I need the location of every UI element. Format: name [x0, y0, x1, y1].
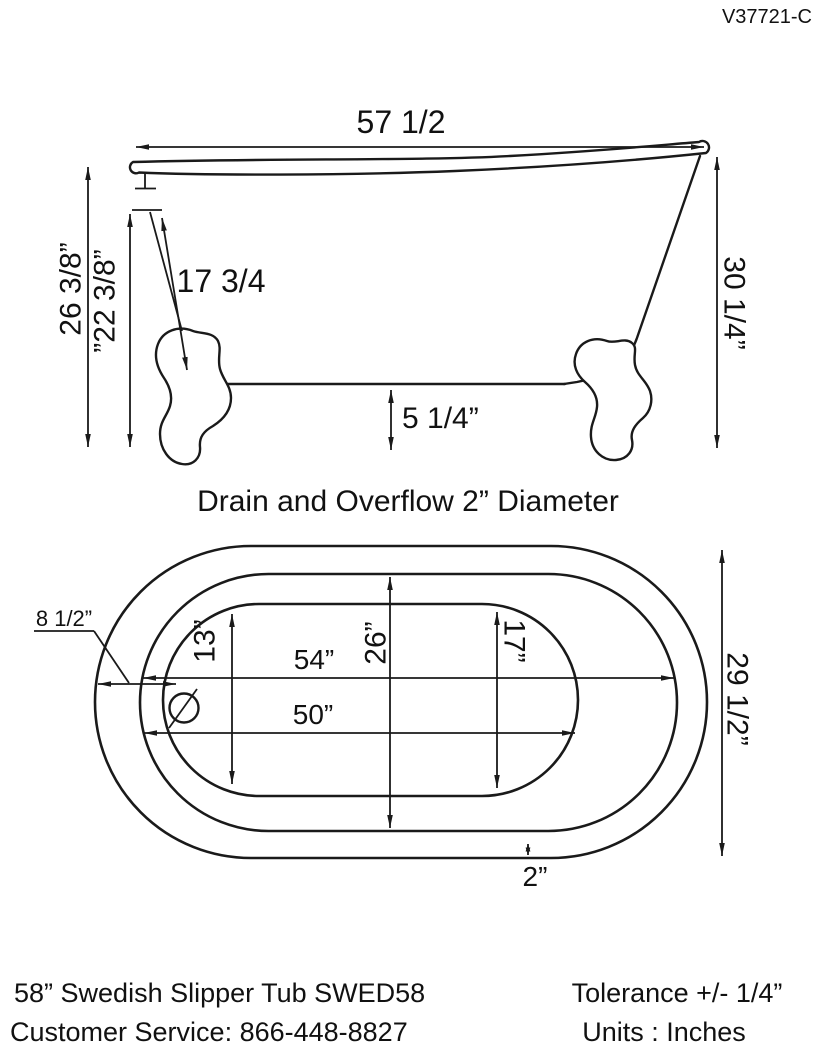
dim-label-height-left-outer: 26 3/8” [55, 242, 88, 335]
dim-label-height-left-inner: ”22 3/8” [89, 249, 122, 352]
drain-slash [168, 688, 198, 729]
inner-rim-oval [138, 572, 679, 833]
dim-label-overall-length: 57 1/2 [357, 104, 446, 140]
outer-rim-oval [93, 544, 709, 860]
side-view-drawing: 57 1/2 26 3/8” ”22 3/8” 17 3/4 30 1/4” 5… [55, 104, 751, 518]
top-view-drawing: 8 1/2” 13” 54” 26” 17” 50” 29 1/2” 2” [34, 544, 754, 892]
left-claw-foot [154, 327, 233, 466]
dim-label-foot-diagonal: 17 3/4 [177, 263, 266, 299]
document-number: V37721-C [722, 6, 812, 28]
drain-circle [168, 692, 200, 724]
right-claw-foot [573, 338, 653, 462]
faucet-datum-marker [135, 172, 156, 190]
footer-title-block: 58” Swedish Slipper Tub SWED58 Customer … [10, 978, 782, 1047]
dim-line-foot-diagonal [161, 217, 188, 371]
dim-label-left-interior-width: 13” [189, 619, 222, 662]
units-note: Units : Inches [582, 1017, 746, 1047]
leader-line-drain-offset [93, 630, 130, 684]
dim-label-interior-width: 26” [360, 621, 393, 664]
tub-rim-profile [128, 139, 711, 176]
dim-label-right-interior-width: 17” [498, 619, 531, 662]
basin-oval [161, 602, 580, 798]
dim-label-rim-interior-length: 54” [294, 644, 334, 675]
dim-label-rim-thickness: 2” [523, 861, 548, 892]
product-title: 58” Swedish Slipper Tub SWED58 [14, 978, 425, 1008]
drain-overflow-caption: Drain and Overflow 2” Diameter [197, 485, 619, 518]
customer-service: Customer Service: 866-448-8827 [10, 1017, 408, 1047]
dim-label-drain-offset: 8 1/2” [36, 606, 92, 631]
tolerance-note: Tolerance +/- 1/4” [572, 978, 783, 1008]
dim-label-ground-clearance: 5 1/4” [402, 402, 479, 435]
dim-label-overall-width: 29 1/2” [721, 652, 754, 745]
dim-label-height-right: 30 1/4” [718, 256, 751, 349]
dim-label-floor-length: 50” [293, 699, 333, 730]
